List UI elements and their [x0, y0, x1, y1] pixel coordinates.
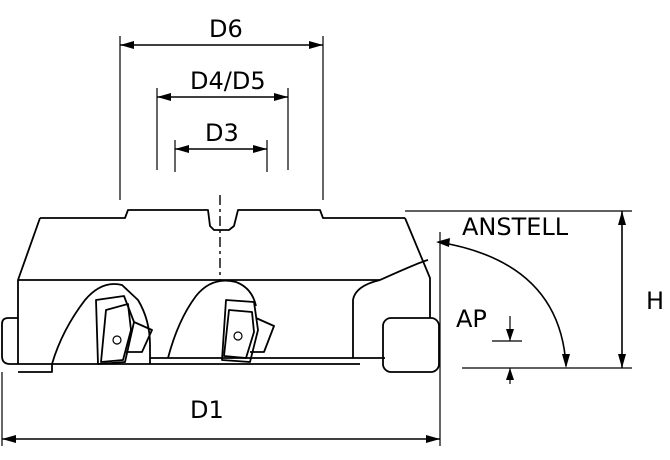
- anstell-arrow-bottom: [562, 354, 570, 368]
- body-right-insert-block: [382, 317, 440, 373]
- d3-arrow-left: [175, 145, 189, 153]
- dimension-d3: D3: [174, 119, 268, 172]
- insert-right-screw-icon: [233, 331, 243, 341]
- d1-arrow-left: [2, 435, 16, 443]
- h-arrow-bottom: [618, 354, 626, 368]
- ap-arrow-top: [506, 329, 514, 341]
- insert-right-wedge: [250, 317, 275, 353]
- dimension-h: H: [405, 210, 664, 369]
- d4d5-arrow-left: [157, 93, 171, 101]
- d6-arrow-left: [120, 41, 134, 49]
- chip-flute-right: [167, 279, 257, 359]
- anstell-label: ANSTELL: [462, 213, 569, 241]
- anstell-arrow-top: [436, 238, 450, 247]
- cutter-body: [1, 209, 440, 373]
- dimension-d1: D1: [1, 372, 441, 446]
- anstell-arc: [437, 241, 567, 367]
- d1-arrow-right: [426, 435, 440, 443]
- h-label: H: [646, 287, 664, 315]
- ap-label: AP: [456, 305, 487, 333]
- dimension-d6: D6: [119, 15, 324, 200]
- d4d5-label: D4/D5: [190, 67, 266, 95]
- insert-right-seat: [221, 299, 259, 363]
- d3-arrow-right: [253, 145, 267, 153]
- body-left-chamfer: [17, 217, 41, 318]
- body-right-shoulder: [379, 259, 429, 281]
- insert-right-face: [223, 309, 255, 359]
- d6-label: D6: [209, 15, 243, 43]
- d4d5-arrow-right: [274, 93, 288, 101]
- body-right-pocket: [352, 279, 385, 359]
- hub-top-outline: [40, 209, 405, 231]
- insert-left-screw-icon: [112, 335, 122, 345]
- chip-flute-left: [51, 283, 151, 365]
- insert-left-face: [100, 303, 132, 363]
- dimension-d4-d5: D4/D5: [156, 67, 289, 170]
- d1-label: D1: [190, 396, 224, 424]
- insert-pocket-left: [51, 283, 153, 365]
- dimension-anstell: ANSTELL: [436, 213, 570, 372]
- body-right-chamfer: [404, 217, 431, 318]
- body-left-tab: [1, 317, 53, 373]
- ap-arrow-bottom: [506, 368, 514, 380]
- dimension-ap: AP: [456, 305, 522, 384]
- insert-left-wedge: [126, 321, 153, 353]
- insert-pocket-right: [167, 279, 275, 363]
- d3-label: D3: [205, 119, 239, 147]
- d6-arrow-right: [309, 41, 323, 49]
- h-arrow-top: [618, 211, 626, 225]
- insert-left-seat: [95, 295, 135, 365]
